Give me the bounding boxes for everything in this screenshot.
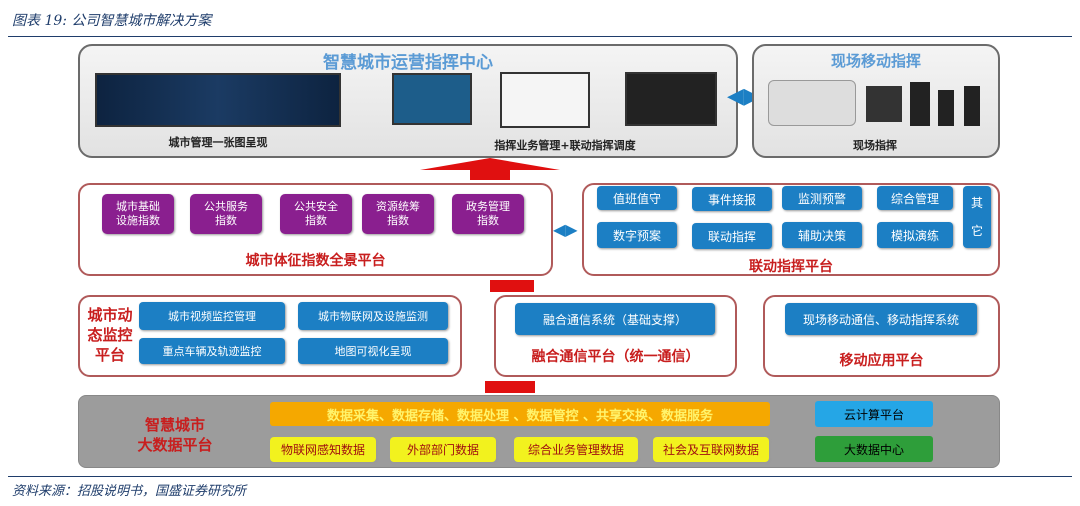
up-arrow xyxy=(485,381,535,393)
linkage-item: 联动指挥 xyxy=(692,223,772,249)
comm-item: 融合通信系统（基础支撑） xyxy=(515,303,715,335)
monitor-image xyxy=(392,73,472,125)
up-arrow xyxy=(470,167,510,180)
index-item: 公共服务 指数 xyxy=(190,194,262,234)
linkage-platform-title: 联动指挥平台 xyxy=(749,259,833,275)
linkage-item: 辅助决策 xyxy=(782,222,862,248)
monitor-platform-title: 城市动 态监控 平台 xyxy=(87,306,133,364)
source-note: 资料来源：招股说明书，国盛证券研究所 xyxy=(12,484,247,499)
double-arrow-icon: ◀▶ xyxy=(553,220,578,239)
linkage-item: 值班值守 xyxy=(597,186,677,210)
monitor-item: 城市物联网及设施监测 xyxy=(298,302,448,330)
divider xyxy=(8,476,1072,477)
laptop-image xyxy=(866,86,902,122)
divider xyxy=(8,36,1072,37)
linkage-item: 模拟演练 xyxy=(877,222,953,248)
dashboard-screen-image xyxy=(95,73,341,127)
figure-caption: 图表 19: 公司智慧城市解决方案 xyxy=(12,13,212,29)
video-phone-image xyxy=(625,72,717,126)
data-source-item: 综合业务管理数据 xyxy=(514,437,638,462)
monitor-item: 城市视频监控管理 xyxy=(139,302,285,330)
cloud-platform: 云计算平台 xyxy=(815,401,933,427)
index-item: 资源统筹 指数 xyxy=(362,194,434,234)
monitor-item: 重点车辆及轨迹监控 xyxy=(139,338,285,364)
linkage-item: 事件接报 xyxy=(692,187,772,211)
comm-platform-title: 融合通信平台（统一通信） xyxy=(531,349,700,365)
command-vehicle-image xyxy=(768,80,856,126)
data-source-item: 物联网感知数据 xyxy=(270,437,376,462)
bigdata-center: 大数据中心 xyxy=(815,436,933,462)
index-item: 城市基础 设施指数 xyxy=(102,194,174,234)
data-source-item: 社会及互联网数据 xyxy=(653,437,769,462)
mobile-item: 现场移动通信、移动指挥系统 xyxy=(785,303,977,335)
index-item: 公共安全 指数 xyxy=(280,194,352,234)
tripod-image xyxy=(910,82,930,126)
index-platform-title: 城市体征指数全景平台 xyxy=(245,253,386,269)
up-arrow xyxy=(490,280,534,292)
linkage-item: 监测预警 xyxy=(782,186,862,210)
tablet-image xyxy=(500,72,590,128)
field-command-title: 现场移动指挥 xyxy=(830,52,921,70)
mobile-platform-title: 移动应用平台 xyxy=(839,353,924,369)
linkage-item: 数字预案 xyxy=(597,222,677,248)
radio-image xyxy=(938,90,954,126)
radio-image xyxy=(964,86,980,126)
index-item: 政务管理 指数 xyxy=(452,194,524,234)
command-center-title: 智慧城市运营指挥中心 xyxy=(323,53,493,73)
up-arrow-head xyxy=(420,158,560,170)
field-command-label: 现场指挥 xyxy=(853,139,897,152)
data-services-bar: 数据采集、数据存储、数据处理 、数据管控 、共享交换、数据服务 xyxy=(270,402,770,426)
linkage-item-other: 其 它 xyxy=(963,186,991,248)
bigdata-platform-title: 智慧城市 大数据平台 xyxy=(137,416,213,454)
command-center-label-right: 指挥业务管理+联动指挥调度 xyxy=(494,139,636,152)
data-source-item: 外部部门数据 xyxy=(390,437,496,462)
linkage-item: 综合管理 xyxy=(877,186,953,210)
monitor-item: 地图可视化呈现 xyxy=(298,338,448,364)
command-center-label-left: 城市管理一张图呈现 xyxy=(168,136,268,149)
